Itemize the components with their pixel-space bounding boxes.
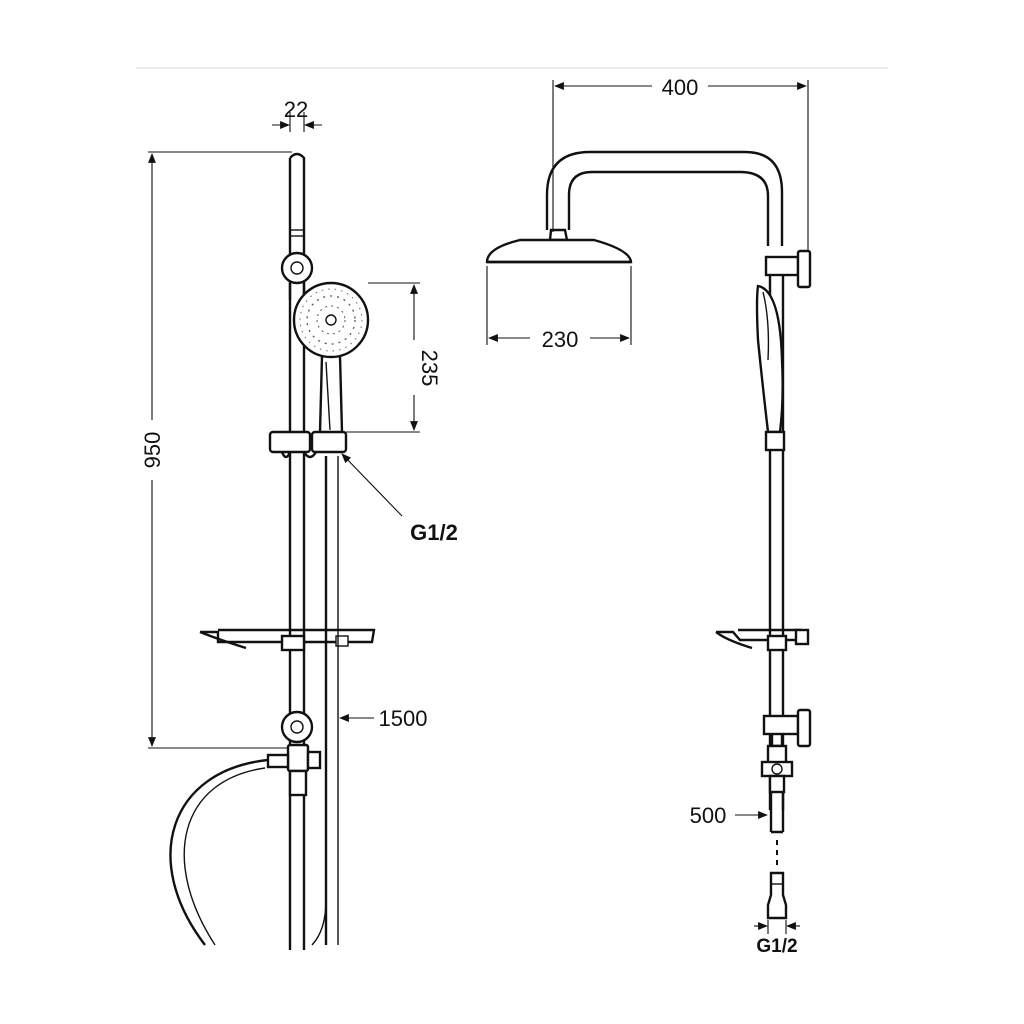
overhead-arm — [545, 150, 784, 246]
callout-thread-left: G1/2 — [341, 453, 458, 545]
hand-shower-side — [755, 284, 786, 452]
soap-dish — [199, 628, 376, 652]
label-head-width: 230 — [542, 327, 579, 352]
label-hose-length: 1500 — [379, 706, 428, 731]
dimension-inlet-thread: G1/2 — [754, 920, 800, 957]
label-lower-pipe: 500 — [690, 803, 727, 828]
right-upper-bracket — [764, 249, 812, 289]
callout-lower-pipe: 500 — [690, 803, 768, 828]
label-arm-reach: 400 — [662, 75, 699, 100]
lower-pipe — [769, 792, 785, 834]
dimension-head-width: 230 — [486, 266, 632, 352]
label-inlet-thread: G1/2 — [756, 936, 797, 957]
diverter-valve — [266, 743, 322, 797]
hand-shower — [292, 281, 370, 433]
label-total-height: 950 — [140, 432, 165, 469]
callout-hose-length: 1500 — [339, 706, 428, 731]
dimension-rail-diameter: 22 — [272, 97, 322, 132]
dimension-total-height: 950 — [140, 151, 292, 749]
right-side-view — [485, 150, 812, 920]
right-lower-bracket — [762, 708, 812, 748]
rain-shower-head — [485, 228, 633, 264]
label-hand-shower-length: 235 — [417, 350, 442, 387]
right-soap-dish — [715, 628, 810, 652]
label-thread-left: G1/2 — [410, 520, 458, 545]
left-front-view — [169, 152, 376, 950]
inlet-fitting — [766, 871, 788, 920]
label-rail-diameter: 22 — [284, 97, 308, 122]
slider-holder — [268, 430, 348, 459]
right-diverter — [760, 744, 794, 794]
dimension-hand-shower-length: 235 — [346, 282, 442, 433]
dimension-arm-reach: 400 — [552, 75, 809, 250]
lower-wall-bracket — [280, 710, 314, 744]
upper-wall-bracket — [280, 251, 314, 300]
shower-hose — [169, 456, 339, 946]
